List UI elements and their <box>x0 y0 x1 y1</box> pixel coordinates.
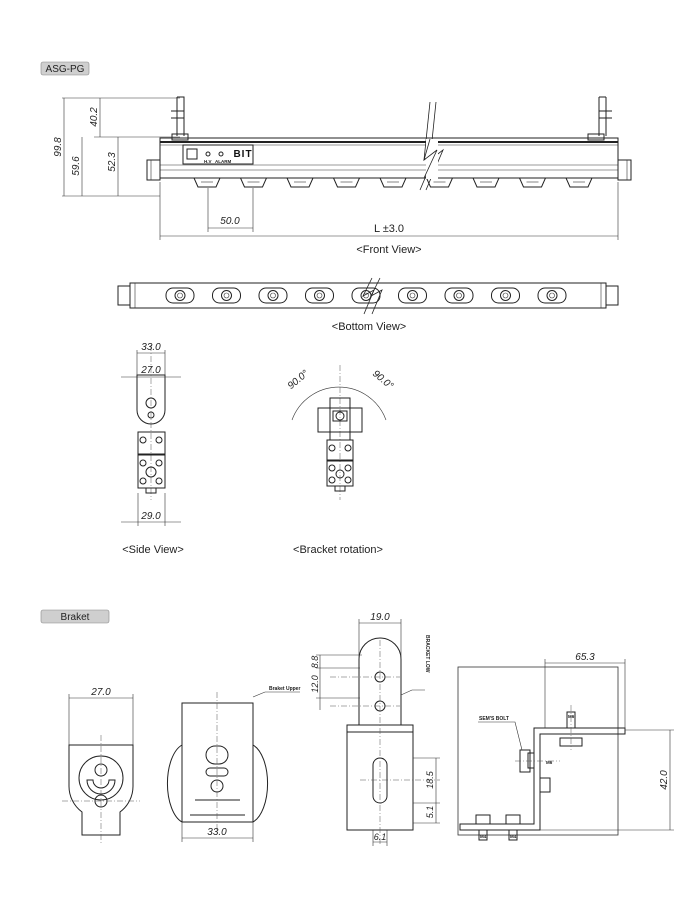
m6-label-2: M6 <box>568 714 575 719</box>
bottom-nozzle <box>444 287 474 304</box>
dim-bracket-front-width: 27.0 <box>90 687 111 698</box>
dim-plate-width: 19.0 <box>370 612 390 623</box>
hv-label: H.V <box>204 159 212 164</box>
front-nozzle <box>193 177 221 188</box>
dim-rotation-right: 90.0° <box>370 368 395 392</box>
bottom-nozzle <box>212 287 241 304</box>
dim-bracket-h: 40.2 <box>89 107 100 127</box>
bottom-nozzle <box>165 287 195 304</box>
dim-bracket-side-width: 33.0 <box>207 827 227 838</box>
bottom-nozzle <box>398 287 427 304</box>
bottom-view: <Bottom View> <box>117 277 619 333</box>
dim-body-total: 59.6 <box>71 156 82 176</box>
bracket-lower-label: BRACKET LOW <box>424 635 430 673</box>
sems-bolt-label: SEM'S BOLT <box>479 716 509 722</box>
rotation-caption: <Bracket rotation> <box>293 544 383 556</box>
bracket-upper-label: Braket Upper <box>269 686 300 692</box>
dim-61: 6.1 <box>374 832 387 842</box>
dim-88: 8.8 <box>310 656 320 669</box>
emitter-nozzles <box>193 177 593 188</box>
bottom-nozzle <box>258 287 288 304</box>
dim-pitch: 50.0 <box>220 216 240 227</box>
dim-rotation-left: 90.0° <box>286 368 311 392</box>
bottom-nozzle <box>491 287 520 304</box>
bracket-side-view: Braket Upper 33.0 <box>166 686 300 842</box>
bottom-view-caption: <Bottom View> <box>332 321 406 333</box>
section-tag-main: ASG-PG <box>40 61 90 76</box>
front-nozzle <box>332 177 361 188</box>
dim-total-h: 99.8 <box>53 137 64 157</box>
front-nozzle <box>518 177 547 188</box>
dim-side-top-outer: 33.0 <box>141 342 161 353</box>
side-view-caption: <Side View> <box>122 544 184 556</box>
alarm-label: ALARM <box>215 159 231 164</box>
dim-185: 18.5 <box>425 770 435 789</box>
m4-label-1: M4 <box>480 834 487 839</box>
section-label-main: ASG-PG <box>46 64 85 75</box>
dim-body-h: 52.3 <box>107 152 118 172</box>
bracket-front-view: 27.0 <box>62 687 140 845</box>
section-label-bracket: Braket <box>61 612 90 623</box>
front-nozzle <box>565 177 593 188</box>
front-view: H.V ALARM BIT 99.8 40.2 59.6 52.3 50.0 L… <box>53 96 632 256</box>
bottom-nozzle <box>537 287 567 304</box>
front-nozzle <box>286 177 314 188</box>
dim-height: 42.0 <box>659 770 670 790</box>
dim-120: 12.0 <box>310 675 320 693</box>
front-nozzle <box>379 177 407 188</box>
section-tag-bracket: Braket <box>40 609 110 624</box>
dim-51: 5.1 <box>425 806 435 819</box>
bracket-rotation-view: 90.0° 90.0° <Bracket rotation> <box>286 365 395 556</box>
side-view: 33.0 27.0 29.0 <Side View> <box>121 342 184 556</box>
dim-side-bottom: 29.0 <box>140 511 161 522</box>
m4-label-2: M4 <box>510 834 517 839</box>
bracket-assembly-view: 65.3 42.0 SEM'S BOLT M6 M6 M4 M4 <box>457 652 674 841</box>
front-nozzle <box>239 177 268 188</box>
dim-side-top-inner: 27.0 <box>140 365 161 376</box>
bottom-nozzles <box>165 287 567 304</box>
dim-span: 65.3 <box>575 652 595 663</box>
front-nozzle <box>472 177 500 188</box>
front-nozzle <box>425 177 454 188</box>
dim-length: L ±3.0 <box>374 223 404 235</box>
logo-bit: BIT <box>233 149 252 160</box>
bottom-nozzle <box>305 287 334 304</box>
front-view-caption: <Front View> <box>356 244 421 256</box>
bracket-lower-view: 19.0 8.8 12.0 BRACKET LOW 18.5 5.1 6.1 <box>310 612 440 846</box>
m6-label-1: M6 <box>546 760 553 765</box>
